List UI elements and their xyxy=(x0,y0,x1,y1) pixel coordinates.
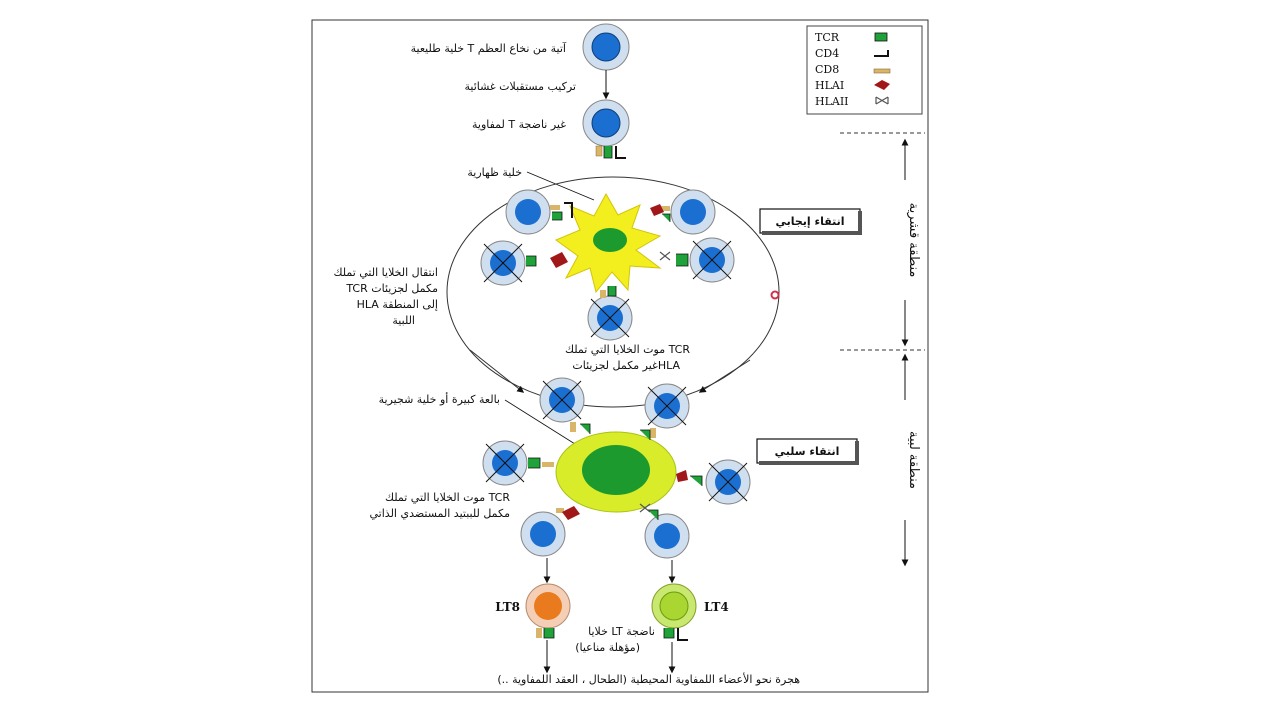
membrane-receptors-label: تركيب مستقبلات غشائية xyxy=(464,80,576,93)
macrophage-leader xyxy=(504,399,576,445)
precursor-label: خلية طليعية T آتية من نخاع العظم xyxy=(411,41,567,55)
lt8-label: LT8 xyxy=(495,600,520,614)
t-cell-surviving-cd8 xyxy=(520,506,580,557)
epithelial-leader xyxy=(526,171,595,201)
t-cell-dead-3 xyxy=(587,286,633,341)
immature-cell xyxy=(582,99,630,159)
medulla-label-bg xyxy=(895,400,915,520)
epithelial-cell xyxy=(554,192,662,294)
macrophage-label: بالعة كبيرة أو خلية شجيرية xyxy=(379,392,500,406)
hlaii-icon xyxy=(875,96,889,105)
tcr-icon xyxy=(874,32,888,42)
t-cell-neg-dead-2 xyxy=(640,383,690,440)
positive-selection-label: انتقاء إيجابي xyxy=(775,215,844,228)
t-cell-positive-2 xyxy=(650,189,716,235)
migration-label-line-2: TCR مكمل لجزيئات xyxy=(345,282,438,295)
t-cell-surviving-cd4 xyxy=(639,503,690,559)
pointer-marker xyxy=(770,290,780,300)
cortex-label-bg xyxy=(895,180,915,300)
arrow-to-medulla-left xyxy=(469,349,525,393)
legend-hlai-label: HLAI xyxy=(815,79,844,92)
t-cell-neg-dead-4 xyxy=(676,459,751,505)
legend: TCR CD4 CD8 HLAI HLAII xyxy=(806,25,923,115)
death-self-line-1: موت الخلايا التي تملك TCR xyxy=(385,491,510,504)
legend-cd8-label: CD8 xyxy=(815,63,839,76)
precursor-cell xyxy=(582,23,630,71)
arrow-to-medulla-right xyxy=(698,359,751,393)
legend-cd4-label: CD4 xyxy=(815,47,839,60)
t-cell-positive-1 xyxy=(505,189,573,235)
migration-label-line-4: اللبية xyxy=(392,314,415,327)
t-cell-neg-dead-3 xyxy=(482,440,554,486)
cd8-icon xyxy=(873,68,891,74)
lt8-cell xyxy=(525,583,571,639)
migration-label-line-1: انتقال الخلايا التي تملك xyxy=(333,266,438,279)
diagram-frame xyxy=(311,19,929,693)
death-noncompl-line-2: غير مكمل لجزيئاتHLA xyxy=(572,359,680,372)
selection-loop xyxy=(446,176,780,408)
peripheral-migration-label: هجرة نحو الأعضاء اللمفاوية المحيطية (الط… xyxy=(497,672,800,686)
medulla-zone-label: منطقة لبية xyxy=(906,431,921,489)
death-self-line-2: مكمل للببتيد المستضدي الذاتي xyxy=(370,507,511,520)
lt4-label: LT4 xyxy=(704,600,729,614)
negative-selection-box: انتقاء سلبي xyxy=(756,438,859,465)
mature-label-line-1: خلايا LT ناضجة xyxy=(588,625,655,638)
t-cell-dead-2 xyxy=(659,237,735,283)
hlai-icon xyxy=(874,80,890,90)
legend-tcr-label: TCR xyxy=(815,31,840,44)
death-noncompl-line-1: موت الخلايا التي تملك TCR xyxy=(565,343,690,356)
epithelial-label: خلية ظهارية xyxy=(467,166,522,179)
mature-label-line-2: (مؤهلة مناعيا) xyxy=(575,641,640,654)
cortex-zone-label: منطقة قشرية xyxy=(906,203,921,278)
migration-label-line-3: HLA إلى المنطقة xyxy=(357,298,438,311)
negative-selection-label: انتقاء سلبي xyxy=(775,445,840,458)
lt4-cell xyxy=(651,583,697,641)
t-cell-dead-1 xyxy=(480,240,568,286)
positive-selection-box: انتقاء إيجابي xyxy=(759,208,862,235)
legend-hlaii-label: HLAII xyxy=(815,95,849,108)
macrophage-cell xyxy=(555,431,677,513)
immature-label: لمفاوية T غير ناضجة xyxy=(472,118,566,131)
t-cell-neg-dead-1 xyxy=(539,377,591,434)
cd4-icon xyxy=(874,50,889,57)
